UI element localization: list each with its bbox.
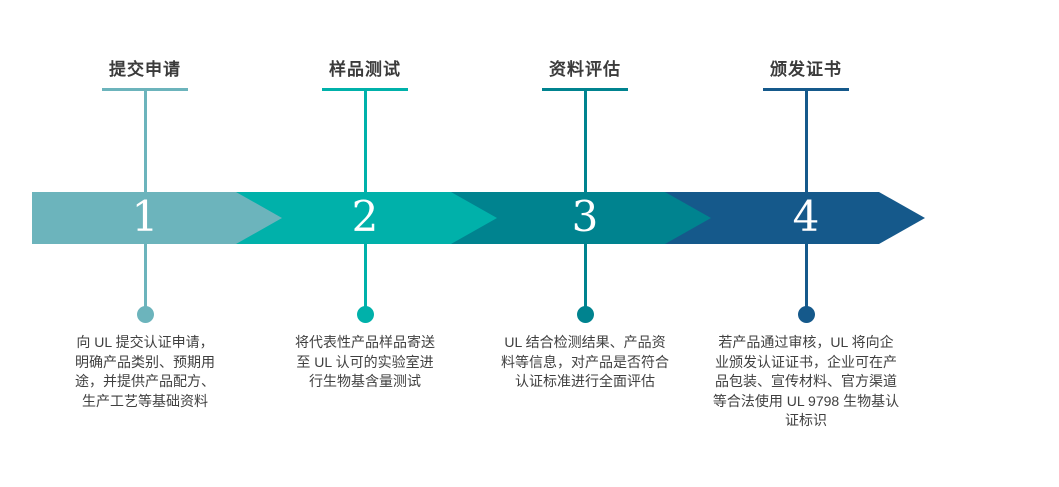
arrow-band: 1 2 3 4: [32, 192, 972, 244]
step-1-title: 提交申请: [109, 60, 181, 79]
step-2-title: 样品测试: [329, 60, 401, 79]
step-number-2: 2: [351, 192, 379, 241]
step-4: 颁发证书 若产品通过审核，UL 将向企 业颁发认证证书，企业可在产 品包装、宣传…: [676, 55, 936, 460]
step-3-title: 资料评估: [549, 60, 621, 79]
step-1-description: 向 UL 提交认证申请， 明确产品类别、预期用 途，并提供产品配方、 生产工艺等…: [75, 334, 215, 409]
step-4-milestone-dot: [797, 306, 815, 323]
step-1-milestone-dot: [136, 306, 154, 323]
step-4-description: 若产品通过审核，UL 将向企 业颁发认证证书，企业可在产 品包装、宣传材料、官方…: [712, 334, 900, 428]
step-2-title-underline: [322, 88, 408, 91]
step-4-title: 颁发证书: [770, 60, 842, 79]
step-1-title-underline: [102, 88, 188, 91]
step-2-milestone-dot: [356, 306, 374, 323]
step-number-3: 3: [571, 192, 599, 241]
step-3-title-underline: [542, 88, 628, 91]
step-4-title-underline: [763, 88, 849, 91]
step-2-description: 将代表性产品样品寄送 至 UL 认可的实验室进 行生物基含量测试: [295, 334, 435, 389]
step-3-milestone-dot: [576, 306, 594, 323]
step-1: 提交申请 向 UL 提交认证申请， 明确产品类别、预期用 途，并提供产品配方、 …: [15, 55, 275, 460]
arrow-segment-1: [32, 192, 282, 244]
step-number-4: 4: [792, 192, 820, 241]
step-3-description: UL 结合检测结果、产品资 料等信息，对产品是否符合 认证标准进行全面评估: [501, 334, 669, 389]
step-3: 资料评估 UL 结合检测结果、产品资 料等信息，对产品是否符合 认证标准进行全面…: [455, 55, 715, 460]
step-number-1: 1: [131, 192, 159, 241]
